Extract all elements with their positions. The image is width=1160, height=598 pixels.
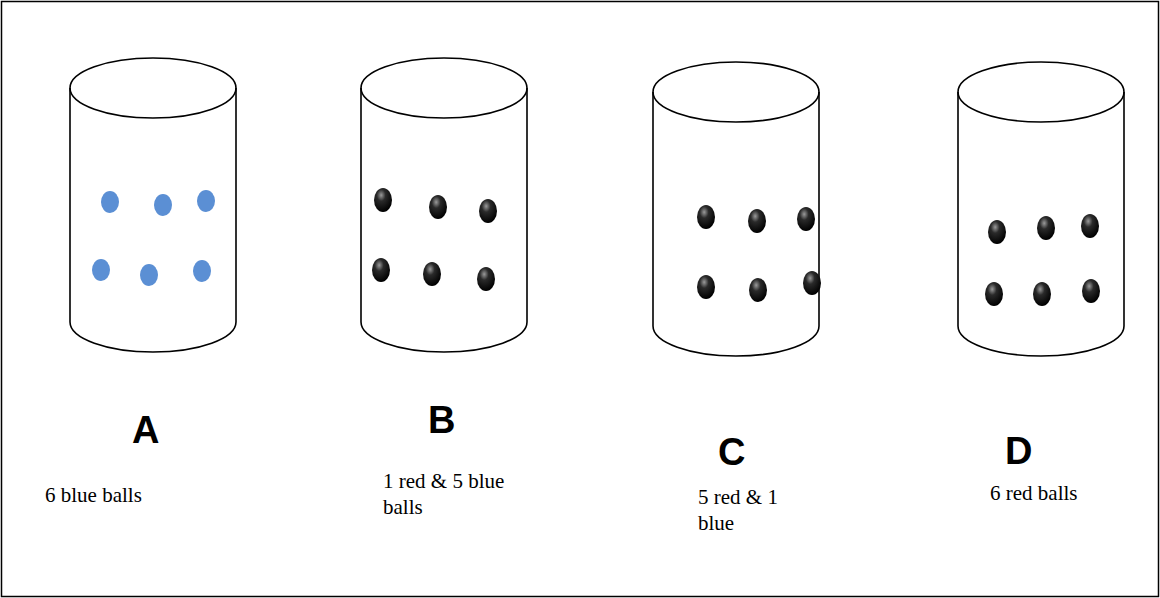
cylinder: [958, 62, 1124, 356]
cylinder-letter: D: [1005, 431, 1032, 473]
cylinder-letter: B: [428, 400, 455, 442]
cylinder: [361, 58, 527, 352]
cylinder-letter: A: [132, 410, 159, 452]
contents-note: 5 red & 1 blue: [698, 484, 793, 537]
blue-balls: [92, 190, 215, 286]
cylinder-letter: C: [718, 432, 745, 474]
dark-balls: [697, 205, 821, 302]
contents-note: 1 red & 5 blue balls: [383, 468, 528, 521]
dark-balls: [985, 214, 1100, 306]
dark-balls: [372, 188, 497, 291]
contents-note: 6 red balls: [990, 480, 1077, 506]
contents-note: 6 blue balls: [45, 482, 142, 508]
cylinder: [653, 62, 819, 356]
cylinder: [70, 58, 236, 352]
